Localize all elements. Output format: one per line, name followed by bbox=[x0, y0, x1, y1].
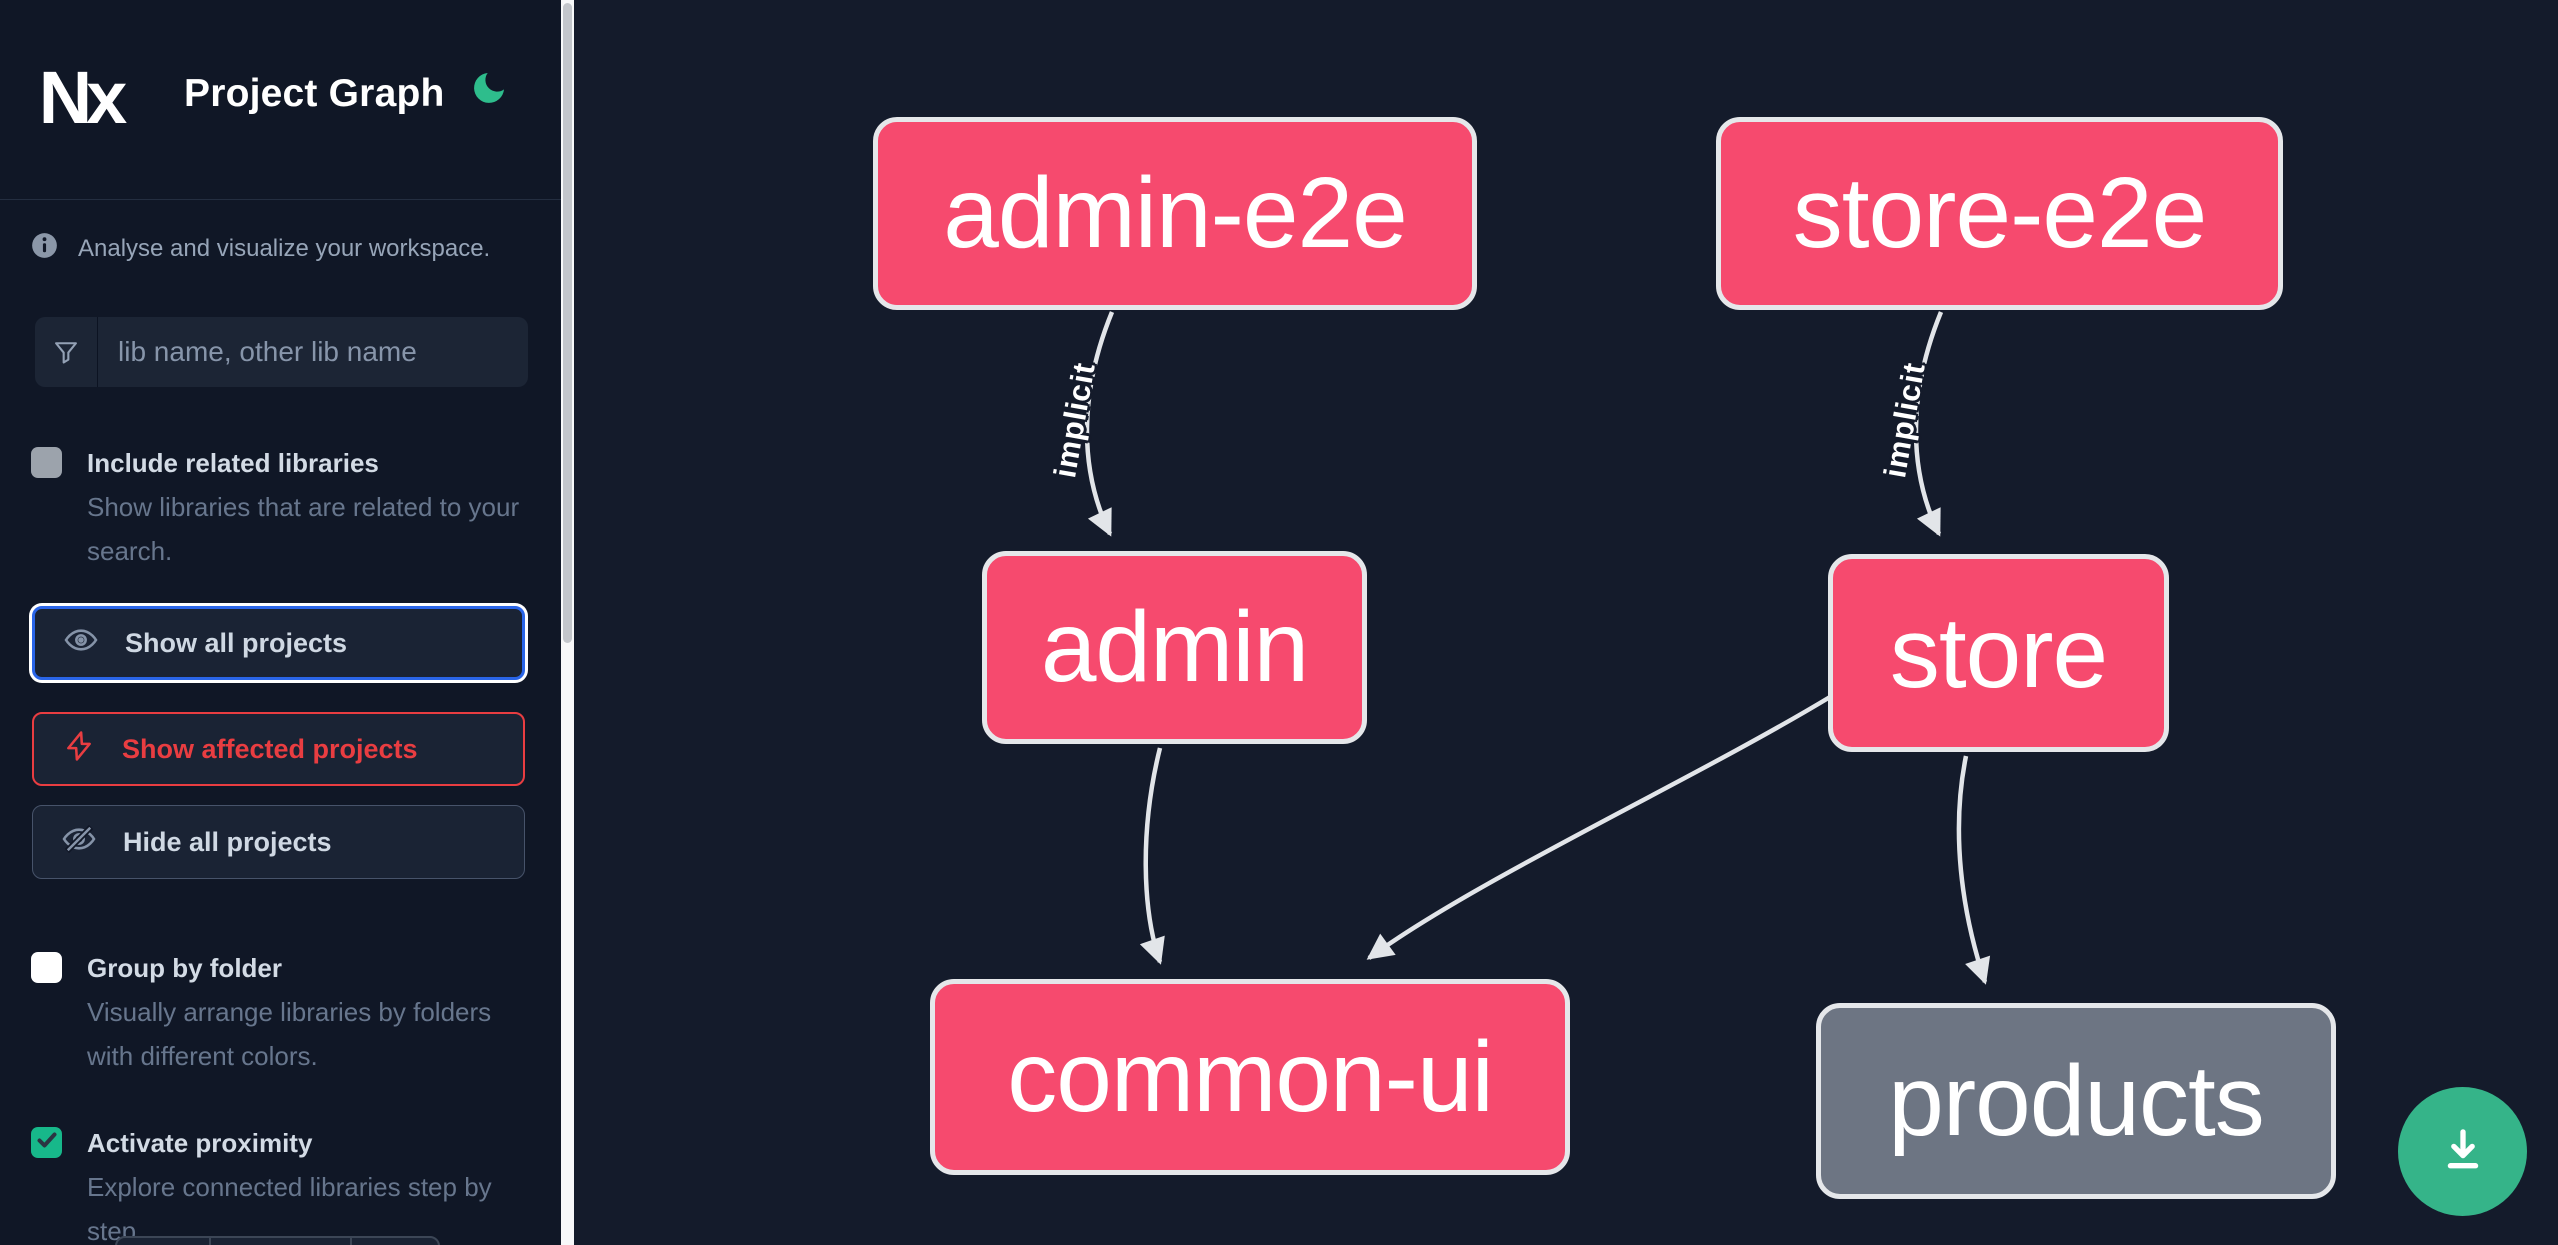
eye-icon bbox=[63, 622, 99, 665]
activate-proximity-description: Explore connected libraries step by step… bbox=[87, 1172, 492, 1245]
filter-funnel-icon bbox=[35, 317, 98, 387]
sidebar-scrollbar-thumb[interactable] bbox=[563, 3, 572, 643]
nx-logo: Nx bbox=[38, 55, 128, 139]
sidebar-header: Nx Project Graph bbox=[0, 0, 561, 200]
workspace-tagline: Analyse and visualize your workspace. bbox=[31, 232, 490, 266]
group-by-folder-label[interactable]: Group by folder bbox=[87, 953, 282, 983]
filter-activate-proximity: Activate proximity Explore connected lib… bbox=[31, 1123, 531, 1245]
show-affected-projects-button[interactable]: Show affected projects bbox=[32, 712, 525, 786]
node-store[interactable]: store bbox=[1828, 554, 2169, 752]
checkmark-icon bbox=[35, 1128, 59, 1157]
download-icon bbox=[2434, 1121, 2492, 1182]
include-related-description: Show libraries that are related to your … bbox=[87, 492, 520, 566]
group-by-folder-checkbox[interactable] bbox=[31, 952, 62, 983]
node-store-e2e[interactable]: store-e2e bbox=[1716, 117, 2283, 310]
sidebar: Nx Project Graph Analyse and visualize y… bbox=[0, 0, 574, 1245]
hide-all-projects-button[interactable]: Hide all projects bbox=[32, 805, 525, 879]
sidebar-scrollbar-track[interactable] bbox=[561, 0, 574, 1245]
activate-proximity-checkbox[interactable] bbox=[31, 1127, 62, 1158]
edge-admin-to-common-ui bbox=[1139, 747, 1165, 965]
filter-include-related: Include related libraries Show libraries… bbox=[31, 443, 531, 573]
tagline-text: Analyse and visualize your workspace. bbox=[78, 235, 491, 262]
download-image-button[interactable] bbox=[2398, 1087, 2527, 1216]
eye-off-icon bbox=[61, 821, 97, 864]
dependency-edges bbox=[1084, 311, 1991, 985]
edge-store-to-products bbox=[1956, 755, 1991, 985]
page-title: Project Graph bbox=[184, 72, 445, 115]
edge-store-to-common-ui bbox=[1366, 695, 1832, 960]
show-affected-projects-label: Show affected projects bbox=[122, 733, 418, 764]
edge-admin-e2e-to-admin bbox=[1084, 311, 1115, 537]
node-admin[interactable]: admin bbox=[982, 551, 1367, 744]
show-all-projects-button[interactable]: Show all projects bbox=[32, 606, 525, 680]
node-admin-e2e[interactable]: admin-e2e bbox=[873, 117, 1477, 310]
node-common-ui[interactable]: common-ui bbox=[930, 979, 1570, 1175]
search-box bbox=[35, 317, 528, 387]
include-related-label[interactable]: Include related libraries bbox=[87, 448, 379, 478]
node-products[interactable]: products bbox=[1816, 1003, 2336, 1199]
moon-icon bbox=[469, 72, 509, 111]
theme-toggle-button[interactable] bbox=[466, 66, 512, 112]
show-all-projects-label: Show all projects bbox=[125, 627, 348, 658]
include-related-checkbox[interactable] bbox=[31, 447, 62, 478]
hide-all-projects-label: Hide all projects bbox=[123, 826, 332, 857]
group-by-folder-description: Visually arrange libraries by folders wi… bbox=[87, 997, 492, 1071]
proximity-stepper[interactable] bbox=[115, 1236, 440, 1245]
lightning-bolt-icon bbox=[62, 729, 96, 770]
edge-store-e2e-to-store bbox=[1913, 311, 1944, 537]
activate-proximity-label[interactable]: Activate proximity bbox=[87, 1128, 313, 1158]
filter-group-by-folder: Group by folder Visually arrange librari… bbox=[31, 948, 531, 1078]
graph-canvas[interactable]: implicit implicit admin-e2e store-e2e ad… bbox=[574, 0, 2558, 1245]
info-icon bbox=[31, 232, 58, 266]
search-input[interactable] bbox=[98, 317, 528, 387]
